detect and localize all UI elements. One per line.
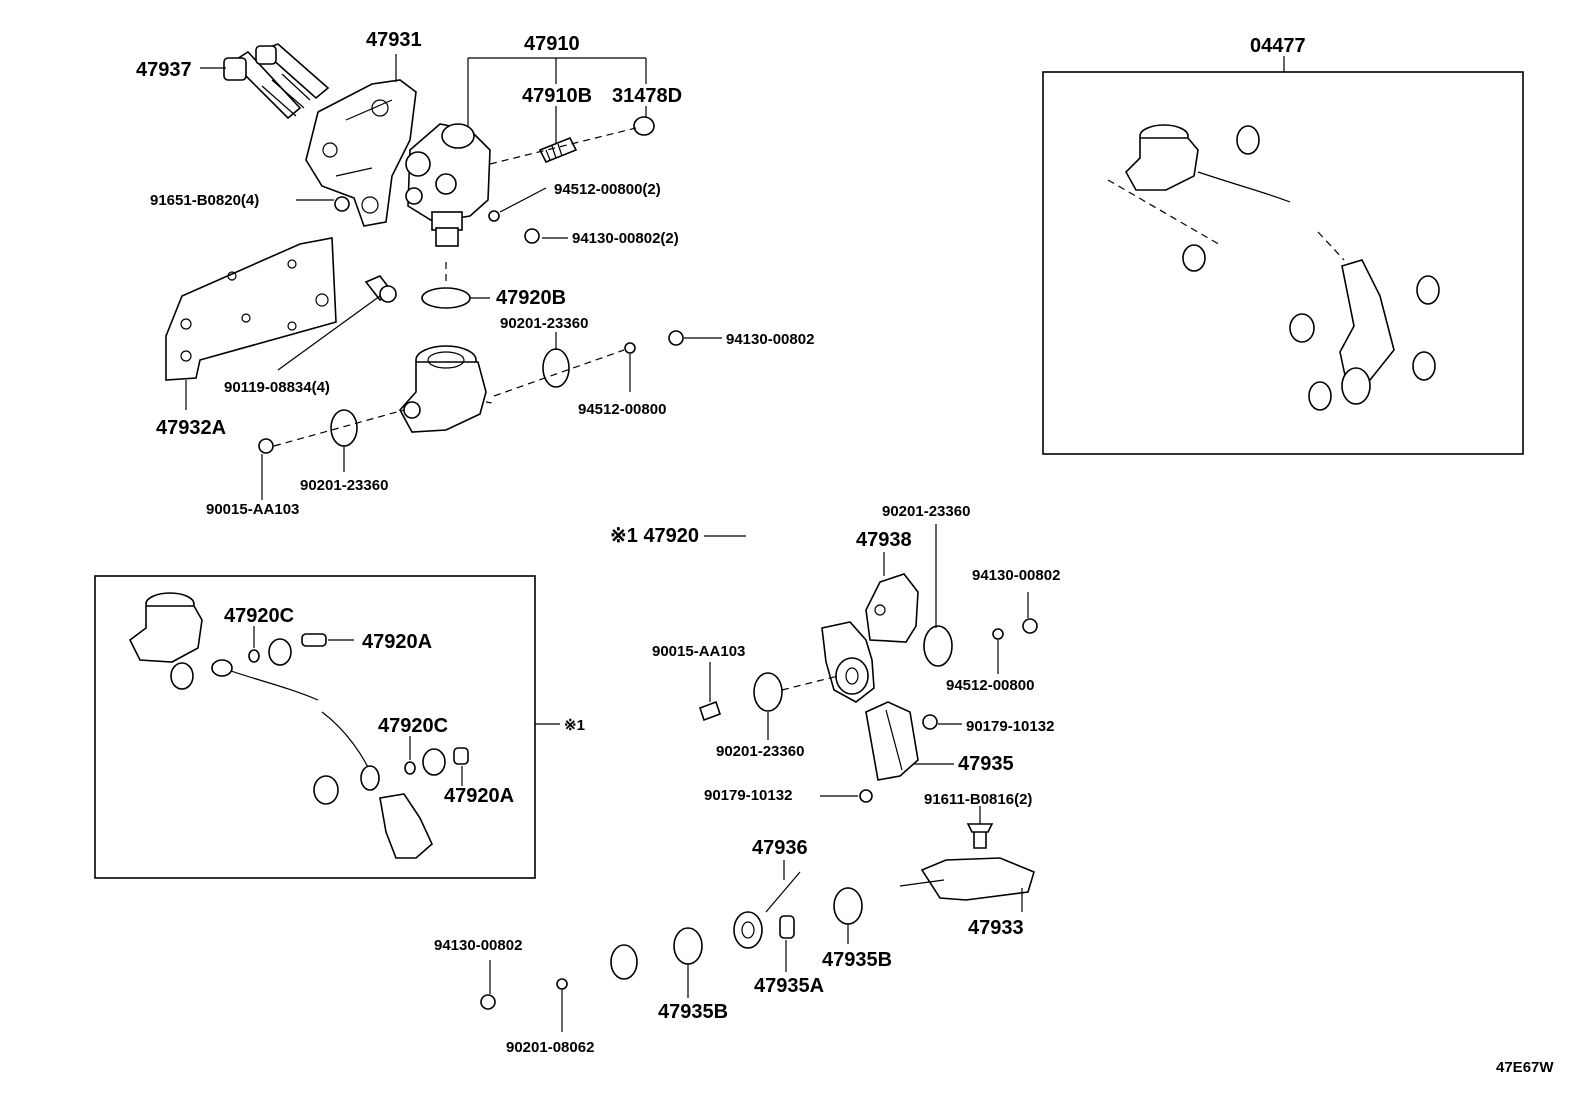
label-90179-10132-b: 90179-10132 (704, 787, 792, 804)
part-47935-bracket (865, 701, 919, 781)
part-94130-nut (1022, 618, 1038, 634)
assembly-line (493, 349, 625, 397)
part-47935A-spacer (779, 915, 795, 939)
part-90201-gasket (753, 672, 783, 712)
label-94130-00802-2: 94130-00802(2) (572, 230, 679, 247)
label-47935: 47935 (958, 753, 1014, 775)
label-note1: ※1 (564, 717, 585, 734)
label-47910B: 47910B (522, 85, 592, 107)
label-94512-00800-2: 94512-00800(2) (554, 181, 661, 198)
label-47931: 47931 (366, 29, 422, 51)
part-47910-valve (405, 123, 491, 247)
part-47920-sensor-upper (399, 345, 499, 433)
label-91611-B0816: 91611-B0816(2) (924, 791, 1032, 808)
label-47938: 47938 (856, 529, 912, 551)
label-90201-23360-b: 90201-23360 (300, 477, 388, 494)
part-90015-bolt (698, 700, 722, 722)
part-90201-gasket (542, 348, 570, 388)
part-90179-nut (922, 714, 938, 730)
part-90179-nut (859, 789, 873, 803)
label-90201-23360-a: 90201-23360 (500, 315, 588, 332)
label-47935B-a: 47935B (822, 949, 892, 971)
label-47933: 47933 (968, 917, 1024, 939)
label-04477: 04477 (1250, 35, 1306, 57)
label-47920C-b: 47920C (378, 715, 448, 737)
part-90119-bolt (364, 275, 397, 303)
part-91611-bolt (966, 823, 994, 849)
assembly-line (781, 675, 839, 691)
assembly-line (273, 409, 405, 447)
part-47935B-bushing (673, 927, 703, 965)
part-47938-cover (865, 573, 919, 643)
part-labels: 47937 47931 47910 47910B 31478D 91651-B0… (136, 29, 1554, 1076)
label-47910: 47910 (524, 33, 580, 55)
part-47937-bolts (223, 43, 330, 120)
part-47936-bolt (733, 871, 801, 949)
label-90201-08062: 90201-08062 (506, 1039, 594, 1056)
part-47920B-cap (421, 287, 471, 309)
label-47936: 47936 (752, 837, 808, 859)
part-47910B (538, 136, 578, 164)
diagram-id: 47E67W (1496, 1059, 1554, 1076)
label-47920A-b: 47920A (444, 785, 514, 807)
label-94130-00802-a: 94130-00802 (726, 331, 814, 348)
part-90201-gasket (330, 409, 358, 447)
part-90015-bolt (258, 438, 274, 454)
kit-04477-contents (1107, 124, 1440, 411)
label-90119-08834: 90119-08834(4) (224, 379, 330, 396)
kit-note1-contents (128, 592, 469, 859)
kit-note1-box (94, 575, 536, 879)
label-94512-00800-a: 94512-00800 (578, 401, 666, 418)
part-90201-gasket (923, 625, 953, 667)
label-90201-23360-c: 90201-23360 (882, 503, 970, 520)
part-94512-washer (992, 628, 1004, 640)
label-90179-10132-a: 90179-10132 (966, 718, 1054, 735)
label-47920B: 47920B (496, 287, 566, 309)
label-47935A: 47935A (754, 975, 824, 997)
label-47920A-a: 47920A (362, 631, 432, 653)
part-94512-washer (624, 342, 636, 354)
label-47935B-b: 47935B (658, 1001, 728, 1023)
part-47931-bracket (305, 79, 417, 227)
part-94130-nut (668, 330, 684, 346)
label-90015-AA103-a: 90015-AA103 (206, 501, 299, 518)
label-47932A: 47932A (156, 417, 226, 439)
label-94130-00802-c: 94130-00802 (434, 937, 522, 954)
part-47932A-bracket (165, 237, 337, 381)
part-94130-nut (480, 994, 496, 1010)
part-90201-washer (610, 944, 638, 980)
label-90015-AA103-b: 90015-AA103 (652, 643, 745, 660)
label-47937: 47937 (136, 59, 192, 81)
kit-04477-box (1042, 71, 1524, 455)
assembly-line (489, 127, 637, 165)
part-90201-small-washer (556, 978, 568, 990)
label-90201-23360-d: 90201-23360 (716, 743, 804, 760)
label-94130-00802-b: 94130-00802 (972, 567, 1060, 584)
label-91651-B0820: 91651-B0820(4) (150, 192, 259, 209)
label-47920C-a: 47920C (224, 605, 294, 627)
part-31478D (633, 116, 655, 136)
part-94512-washer (488, 210, 500, 222)
part-91651-bolt (334, 196, 350, 212)
part-47920-wire (491, 400, 834, 634)
part-47935B-bushing (833, 887, 863, 925)
label-47920: ※1 47920 (610, 525, 699, 547)
label-94512-00800-b: 94512-00800 (946, 677, 1034, 694)
leader-lines (185, 54, 1285, 1032)
label-31478D: 31478D (612, 85, 682, 107)
part-47933-bracket (899, 857, 1035, 901)
part-47920-sensor-lower (821, 621, 875, 703)
part-94130-nut (524, 228, 540, 244)
